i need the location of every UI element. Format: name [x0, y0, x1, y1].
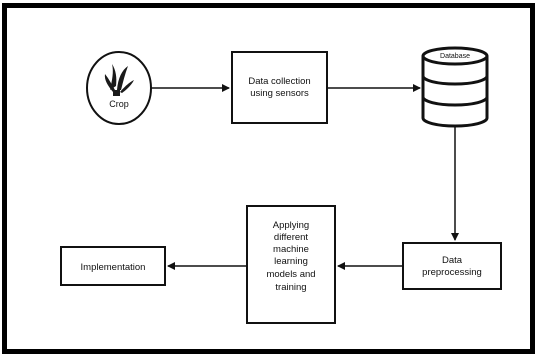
applying-label-1: Applying: [273, 220, 309, 231]
applying-models-node: Applying different machine learning mode…: [246, 205, 336, 324]
preprocessing-label-2: preprocessing: [422, 267, 482, 278]
applying-label-6: training: [275, 282, 306, 293]
data-collection-node: Data collection using sensors: [231, 51, 328, 124]
data-collection-label-1: Data collection: [248, 76, 310, 87]
data-collection-label-2: using sensors: [250, 88, 309, 99]
preprocessing-label-1: Data: [442, 255, 463, 266]
applying-label-3: machine: [273, 244, 309, 255]
applying-label-5: models and: [266, 269, 315, 280]
crop-label: Crop: [109, 99, 129, 109]
plant-icon: [104, 64, 134, 96]
crop-node: Crop: [86, 51, 152, 125]
data-preprocessing-node: Data preprocessing: [402, 242, 502, 290]
applying-label-4: learning: [274, 256, 308, 267]
implementation-label: Implementation: [81, 262, 146, 273]
implementation-node: Implementation: [60, 246, 166, 286]
database-label: Database: [440, 53, 470, 60]
applying-label-2: different: [274, 232, 309, 243]
database-node: Database: [421, 46, 489, 128]
